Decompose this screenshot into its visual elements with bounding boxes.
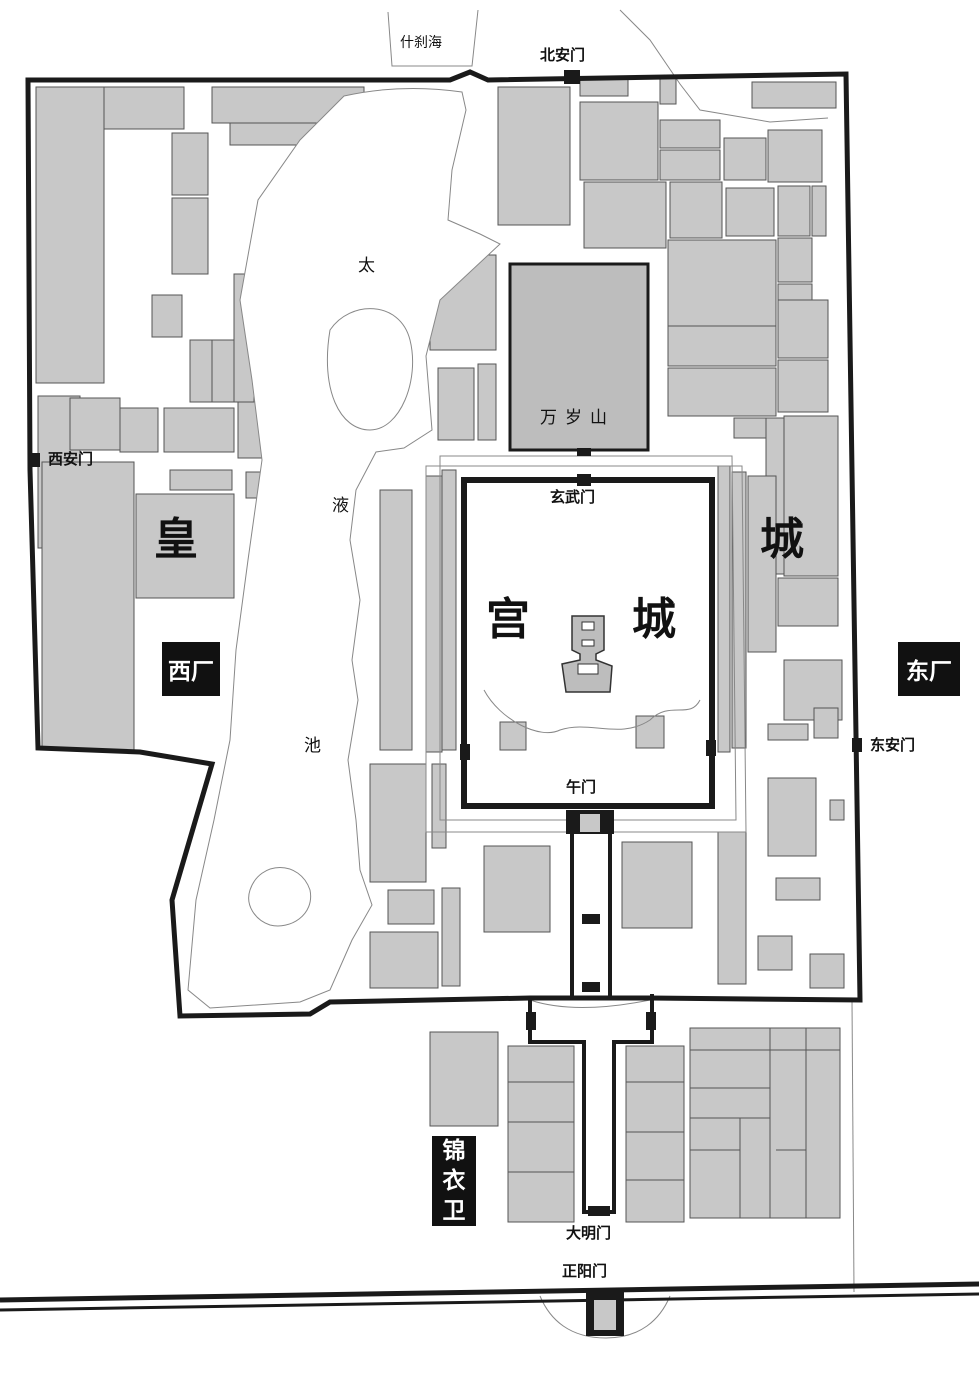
zhengyangmen-label: 正阳门 (562, 1262, 608, 1280)
dongchang-box: 东厂 (898, 642, 960, 696)
gong-char: 宫 (486, 594, 530, 645)
shichahai-label: 什刹海 (400, 35, 442, 51)
jinyiwei-char-3: 卫 (442, 1198, 466, 1224)
lake-char-tai: 太 (358, 256, 375, 276)
lake-char-chi: 池 (304, 736, 321, 756)
imperial-city-wall (25, 69, 863, 1019)
outer-city-wall (0, 1281, 979, 1336)
cheng-char-right: 城 (760, 514, 804, 565)
lake-char-ye: 液 (332, 496, 349, 516)
beianmen-label: 北安门 (540, 46, 586, 64)
donganmen-label: 东安门 (870, 736, 916, 754)
xianmen-label: 西安门 (48, 450, 94, 468)
xichang-label: 西厂 (168, 659, 214, 685)
jinyiwei-box: 锦 衣 卫 (432, 1136, 476, 1226)
wansuishan-label: 万岁山 (540, 408, 615, 428)
damingmen-label: 大明门 (566, 1224, 612, 1242)
jinyiwei-char-1: 锦 (442, 1138, 466, 1164)
xichang-box: 西厂 (162, 642, 220, 696)
gate-markers (30, 70, 862, 1216)
jinyiwei-char-2: 衣 (442, 1168, 466, 1194)
dongchang-label: 东厂 (906, 659, 952, 685)
building-blocks (35, 77, 845, 1223)
palace-core (561, 615, 613, 693)
xuanwumen-label: 玄武门 (550, 488, 596, 506)
taiye-lake (187, 88, 501, 1009)
huang-char: 皇 (154, 514, 198, 565)
wumen-label: 午门 (566, 778, 597, 796)
cheng-char-center: 城 (632, 594, 676, 645)
